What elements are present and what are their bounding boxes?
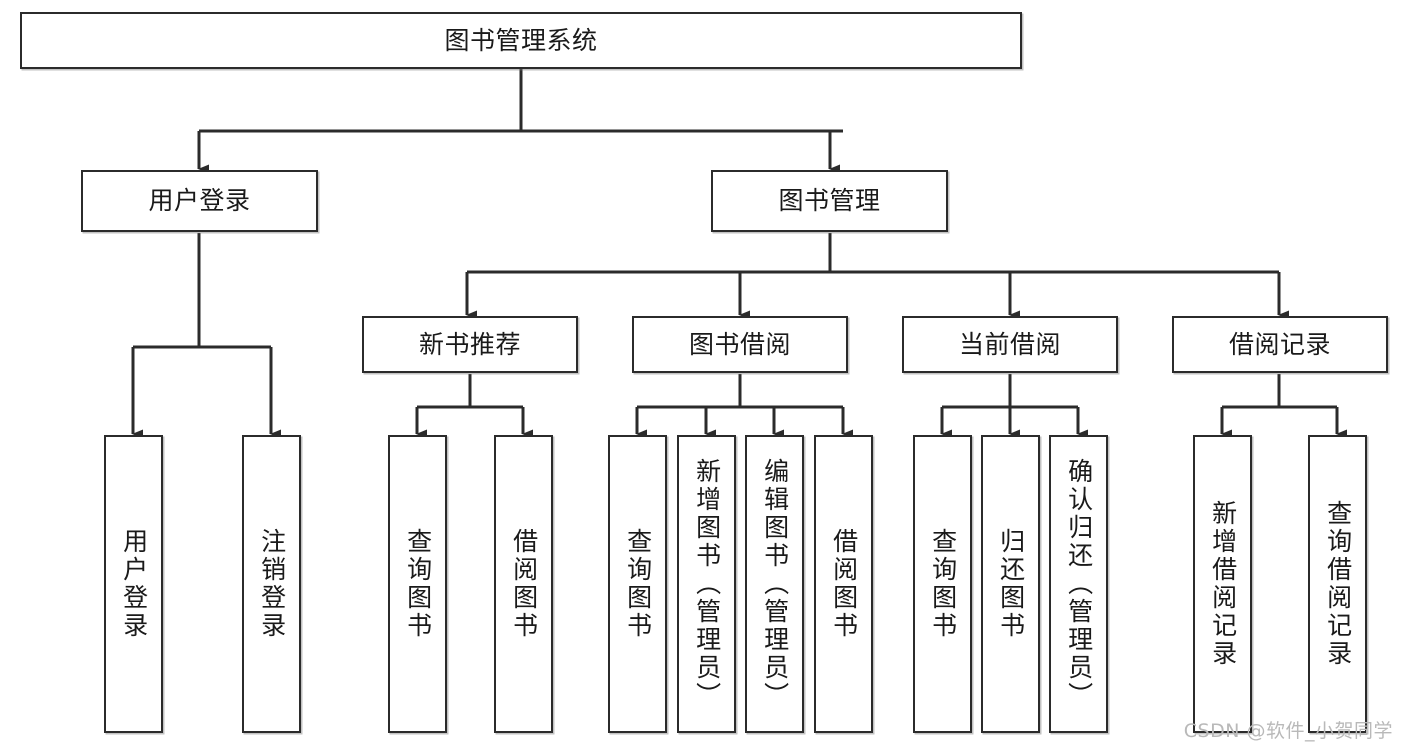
node-leaf-query-record[interactable]: 查询借阅记录 <box>1308 435 1367 733</box>
node-leaf-return-book[interactable]: 归还图书 <box>981 435 1040 733</box>
node-leaf-query-book-3[interactable]: 查询图书 <box>913 435 972 733</box>
node-label: 图书管理系统 <box>444 25 598 55</box>
node-label: 图书管理 <box>778 186 881 216</box>
node-label: 用户登录 <box>148 186 251 216</box>
node-leaf-query-book-1[interactable]: 查询图书 <box>388 435 447 733</box>
node-label: 查询图书 <box>928 528 958 640</box>
node-label: 借阅图书 <box>829 528 859 640</box>
watermark-text: CSDN @软件_小贺同学 <box>1183 720 1393 742</box>
node-new-book-recommend[interactable]: 新书推荐 <box>362 316 578 373</box>
node-label: 借阅图书 <box>509 528 539 640</box>
node-leaf-borrow-book-1[interactable]: 借阅图书 <box>494 435 553 733</box>
node-label: 查询图书 <box>623 528 653 640</box>
node-leaf-query-book-2[interactable]: 查询图书 <box>608 435 667 733</box>
node-book-borrow[interactable]: 图书借阅 <box>632 316 848 373</box>
node-label: 新增借阅记录 <box>1208 500 1238 668</box>
node-label: 确认归还（管理员） <box>1064 458 1094 710</box>
node-leaf-add-book[interactable]: 新增图书（管理员） <box>677 435 736 733</box>
node-leaf-user-login[interactable]: 用户登录 <box>104 435 163 733</box>
node-label: 注销登录 <box>257 528 287 640</box>
node-current-borrow[interactable]: 当前借阅 <box>902 316 1118 373</box>
node-label: 查询借阅记录 <box>1323 500 1353 668</box>
node-leaf-edit-book[interactable]: 编辑图书（管理员） <box>745 435 804 733</box>
node-label: 借阅记录 <box>1228 329 1331 359</box>
node-label: 查询图书 <box>403 528 433 640</box>
node-user-login[interactable]: 用户登录 <box>81 170 318 232</box>
node-book-manage[interactable]: 图书管理 <box>711 170 948 232</box>
node-leaf-user-logout[interactable]: 注销登录 <box>242 435 301 733</box>
node-label: 归还图书 <box>996 528 1026 640</box>
node-label: 新书推荐 <box>418 329 521 359</box>
node-leaf-confirm-return[interactable]: 确认归还（管理员） <box>1049 435 1108 733</box>
node-borrow-record[interactable]: 借阅记录 <box>1172 316 1388 373</box>
node-label: 新增图书（管理员） <box>692 458 722 710</box>
node-label: 编辑图书（管理员） <box>760 458 790 710</box>
node-leaf-add-record[interactable]: 新增借阅记录 <box>1193 435 1252 733</box>
node-leaf-borrow-book-2[interactable]: 借阅图书 <box>814 435 873 733</box>
node-label: 用户登录 <box>119 528 149 640</box>
node-label: 图书借阅 <box>688 329 791 359</box>
node-label: 当前借阅 <box>958 329 1061 359</box>
node-root-system[interactable]: 图书管理系统 <box>20 12 1022 69</box>
